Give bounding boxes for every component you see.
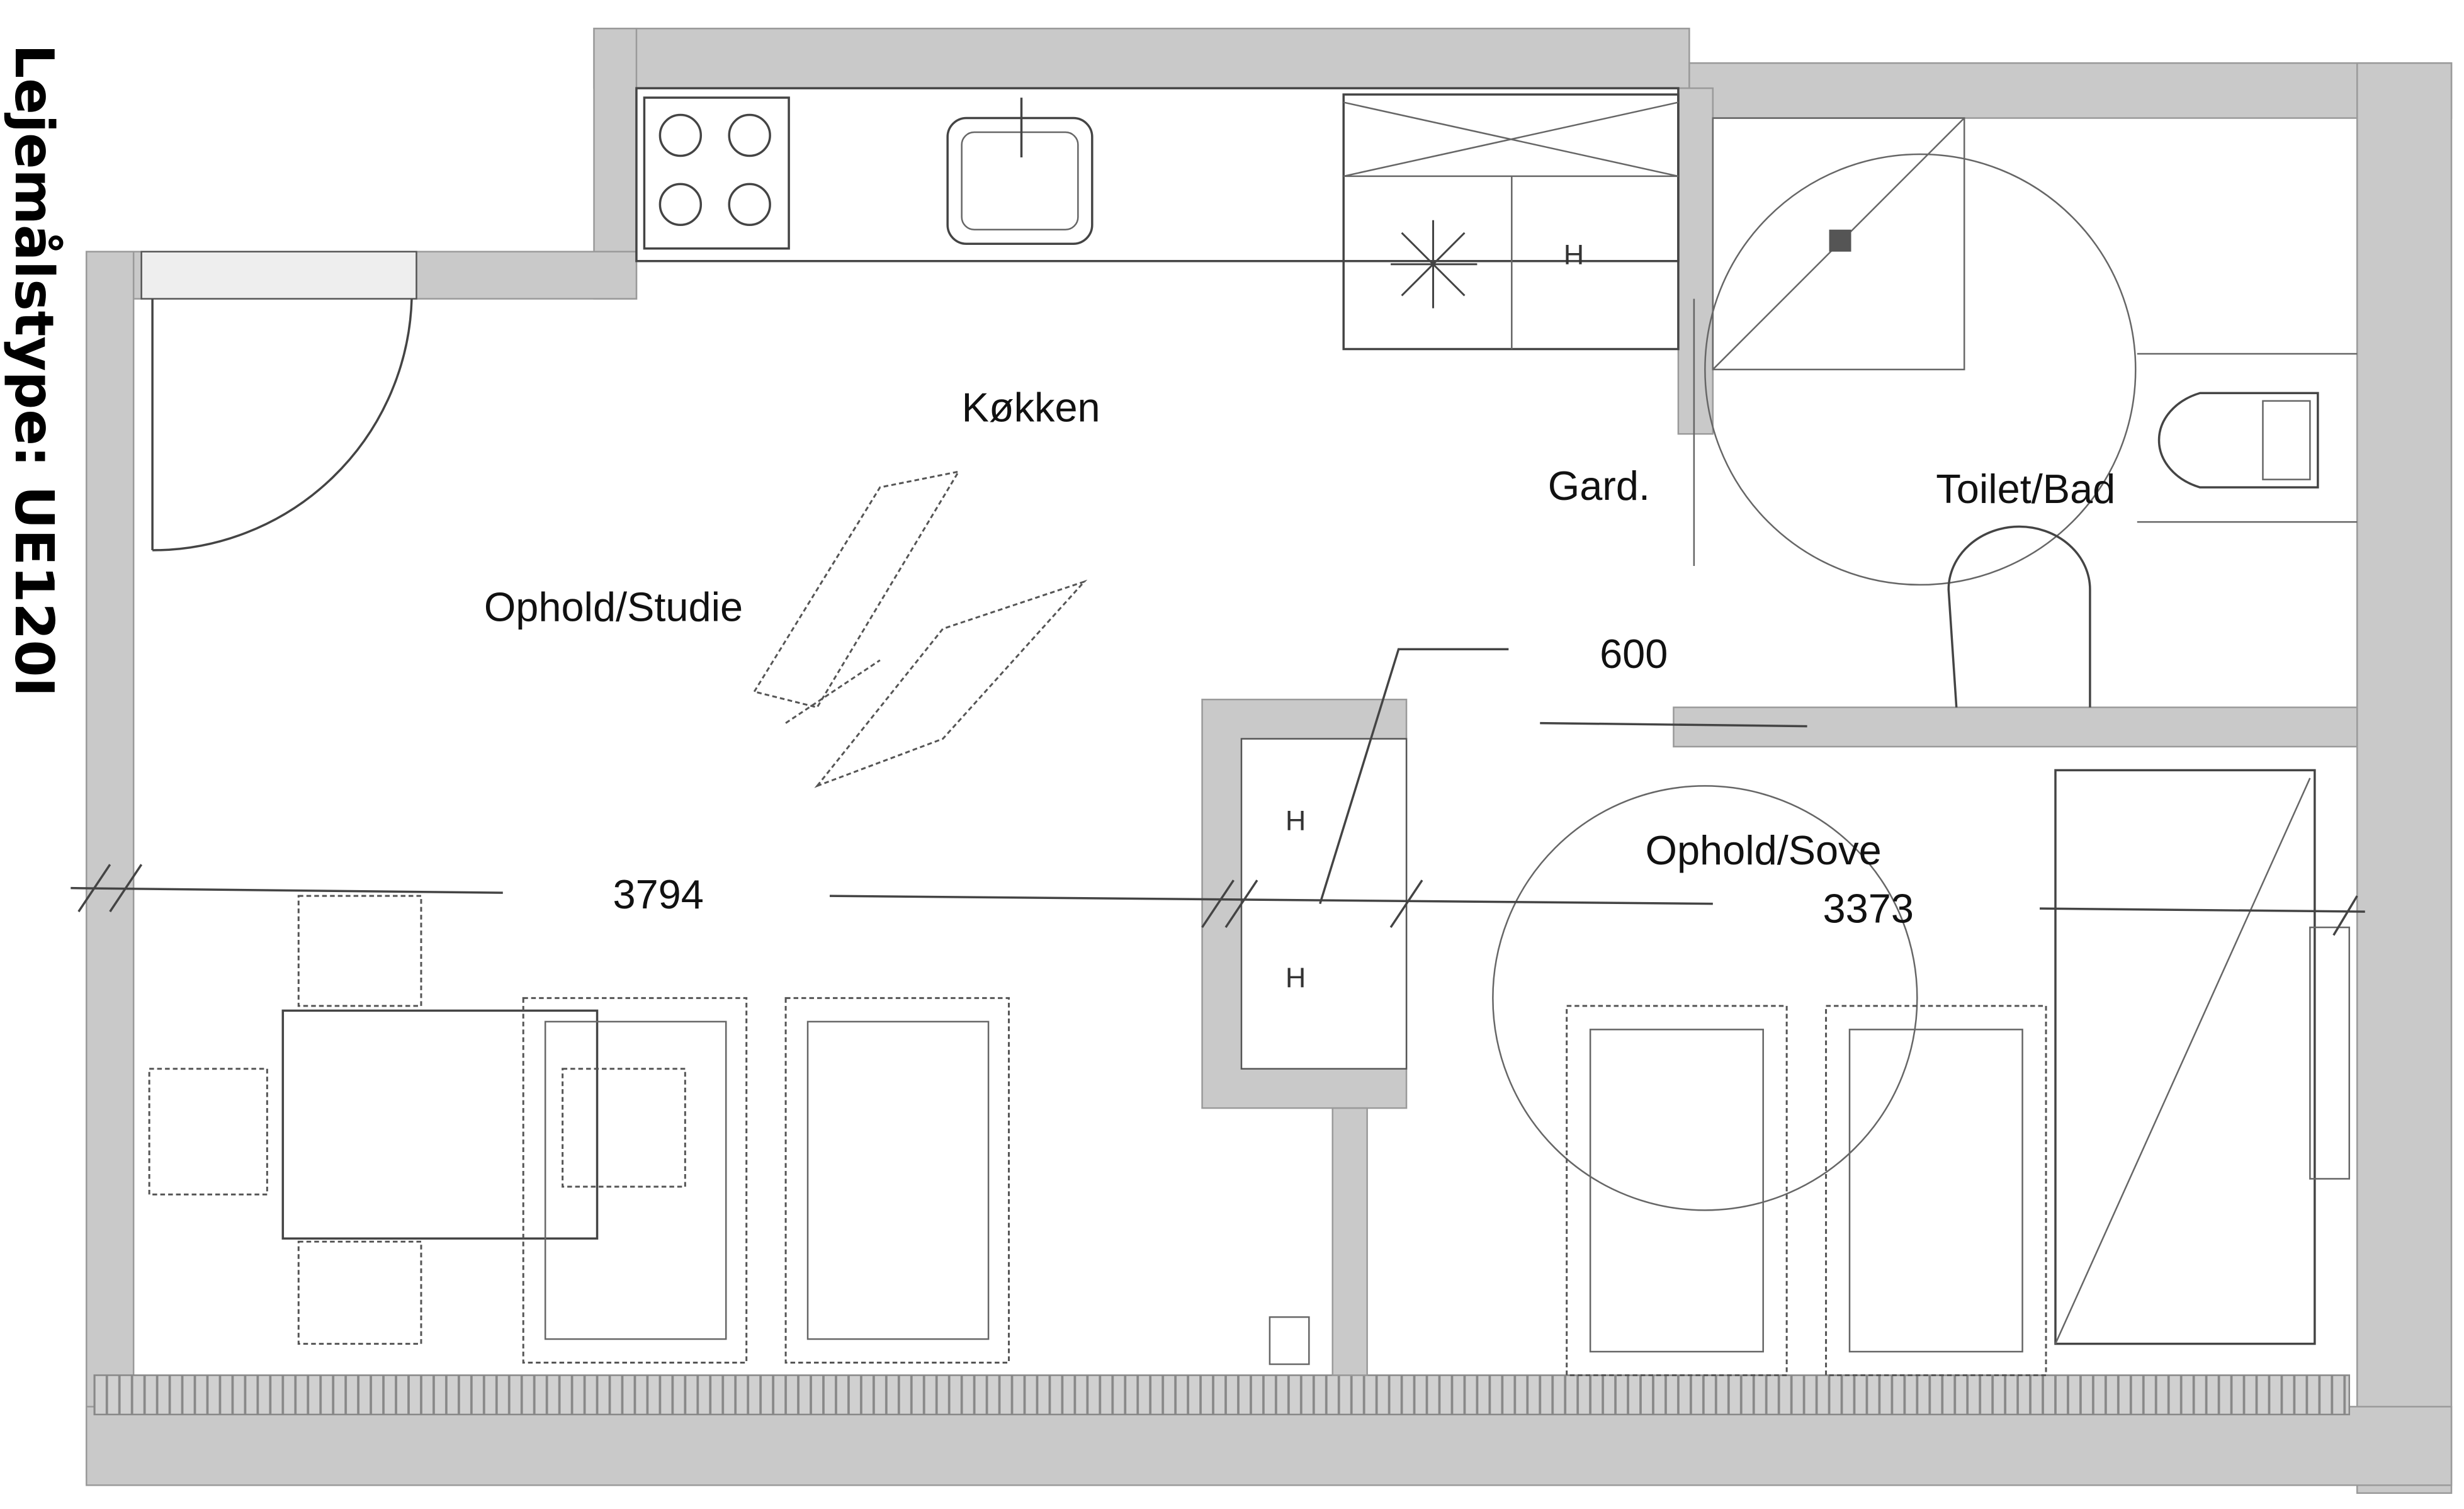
unit-type-title: Lejemålstype: UE120I [3,44,65,697]
room-label-bathroom: Toilet/Bad [1936,466,2115,512]
dimension-depth: 600 [1600,631,1668,677]
entry-door [140,251,417,551]
toilet-icon [2157,392,2319,489]
living-furniture [148,470,1088,1364]
washbasin-icon [1947,525,2091,708]
bathroom-fixtures [1704,117,2358,708]
room-label-living-sleep: Ophold/Sove [1645,827,1881,873]
fan-icon [1391,220,1478,308]
dimension-width-right: 3373 [1823,886,1914,932]
room-label-wardrobe: Gard. [1548,463,1650,509]
drain-icon [1829,229,1851,252]
sink-icon [946,116,1094,245]
bedroom-furniture [1492,769,2351,1376]
dimension-lines [71,648,2365,936]
burner-icon [658,113,703,157]
marker-h: H [1286,804,1306,836]
drawing-table-icon [752,470,1088,788]
room-label-kitchen: Køkken [962,384,1100,430]
kitchen-counter: H [635,87,1680,351]
marker-h: H [1564,239,1584,271]
walls [86,28,2453,1494]
dimension-width-left: 3794 [613,871,704,917]
room-label-living-study: Ophold/Studie [484,584,743,630]
marker-h: H [1286,961,1306,993]
